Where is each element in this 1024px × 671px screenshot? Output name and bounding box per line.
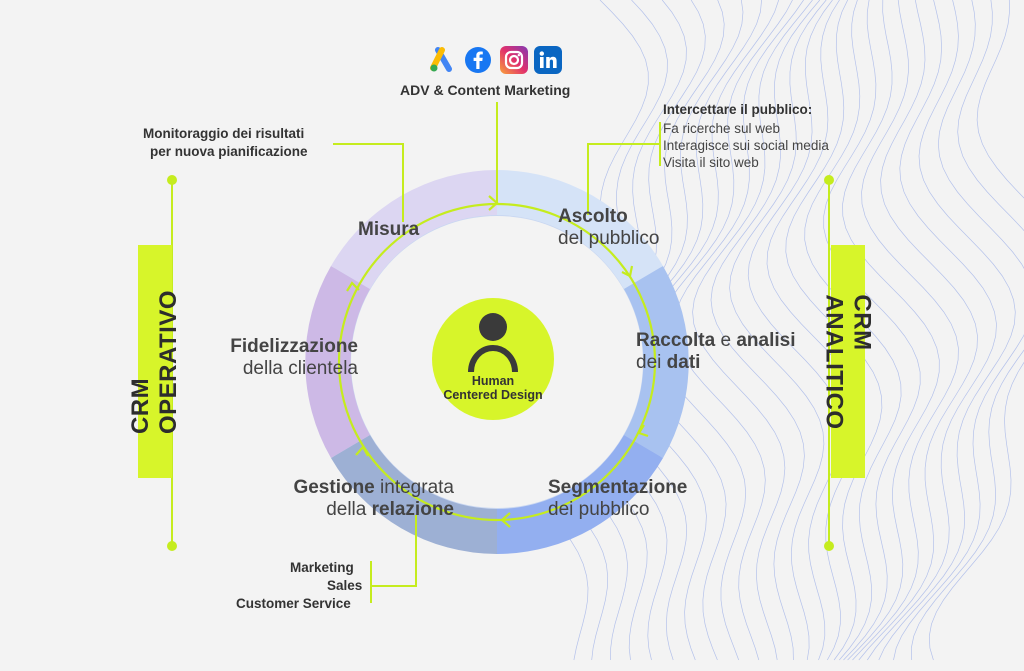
ascolto-bold: Ascolto	[558, 206, 628, 227]
sector-gestione	[331, 435, 497, 554]
sector-segmentazione	[497, 435, 663, 554]
arrow-head-top-right	[621, 265, 634, 278]
label-gestione: Gestione integrata della relazione	[266, 477, 454, 521]
wave-line	[878, 0, 1016, 661]
wave-line	[747, 0, 844, 661]
crm-operativo-label: CRM OPERATIVO	[127, 289, 183, 434]
ascolto-normal: del pubblico	[558, 228, 660, 249]
cycle-arrows	[337, 195, 657, 528]
wave-line	[804, 0, 902, 661]
raccolta-n1: e	[715, 330, 737, 351]
raccolta-b2: analisi	[736, 330, 796, 351]
instagram-icon	[500, 46, 528, 74]
adv-content-title: ADV & Content Marketing	[400, 82, 571, 98]
wave-line	[729, 0, 827, 661]
center-line-2: Centered Design	[443, 388, 543, 402]
sector-fidelizzazione	[305, 266, 370, 458]
wave-line	[823, 0, 921, 661]
wave-line	[893, 0, 1024, 661]
arrow-head-right	[637, 424, 649, 438]
monitoring-line-1: Monitoraggio dei risultati	[143, 126, 305, 141]
intercept-item: Interagisce sui social media	[663, 138, 829, 153]
center-line-1: Human	[471, 374, 515, 388]
arrow-head-left	[346, 281, 360, 292]
intercept-item: Visita il sito web	[663, 155, 759, 170]
right-bottom-dot	[824, 541, 834, 551]
intercept-item: Fa ricerche sul web	[663, 121, 781, 136]
connector-monitoring	[333, 143, 404, 222]
facebook-icon	[464, 46, 492, 74]
sector-misura	[331, 170, 497, 289]
wave-line	[710, 0, 821, 661]
segmentazione-bold: Segmentazione	[548, 477, 688, 498]
intercept-title: Intercettare il pubblico:	[663, 102, 813, 117]
raccolta-b1: Raccolta	[636, 330, 716, 351]
linkedin-icon	[534, 46, 562, 74]
wave-line	[842, 0, 940, 661]
sector-ascolto	[497, 170, 663, 289]
gestione-n2: della	[326, 499, 372, 520]
crm-analitico-bar: CRM ANALITICO	[821, 245, 876, 478]
left-top-dot	[167, 175, 177, 185]
department-item: Customer Service	[236, 596, 351, 611]
connectors	[171, 102, 830, 603]
connector-intercept	[587, 143, 660, 215]
left-bottom-dot	[167, 541, 177, 551]
wave-line	[852, 0, 959, 661]
department-item: Marketing	[290, 560, 354, 575]
gestione-b2: relazione	[371, 499, 454, 520]
right-top-dot	[824, 175, 834, 185]
line-endpoints	[167, 175, 834, 551]
raccolta-b3: dati	[666, 352, 701, 373]
fidelizzazione-bold: Fidelizzazione	[230, 336, 358, 357]
department-item: Sales	[327, 578, 363, 593]
wave-line	[910, 0, 1024, 661]
crm-operativo-bar: CRM OPERATIVO	[127, 245, 182, 478]
crm-analitico-label: CRM ANALITICO	[821, 293, 876, 430]
center-circle	[432, 298, 554, 420]
label-misura: Misura	[358, 219, 420, 240]
gestione-b1: Gestione	[293, 477, 375, 498]
segmentazione-normal: dei pubblico	[548, 499, 650, 520]
label-raccolta: Raccolta e analisi dei dati	[636, 330, 795, 374]
cycle-ring	[305, 170, 689, 554]
wave-line	[928, 0, 1024, 661]
fidelizzazione-normal: della clientela	[242, 358, 358, 379]
arrow-head-bottom-left	[355, 445, 369, 457]
label-ascolto: Ascolto del pubblico	[558, 206, 659, 250]
label-fidelizzazione: Fidelizzazione della clientela	[210, 336, 358, 380]
google-ads-icon	[428, 46, 456, 74]
arrow-head-bottom	[500, 512, 511, 528]
wave-line	[867, 0, 997, 661]
center-label: Human Centered Design	[433, 374, 553, 402]
connector-departments	[371, 515, 417, 587]
monitoring-line-2: per nuova pianificazione	[150, 144, 308, 159]
wave-line	[692, 0, 813, 661]
sector-raccolta	[624, 266, 689, 458]
background-wave-lines	[512, 0, 1024, 661]
person-icon	[468, 313, 518, 373]
gestione-n1: integrata	[374, 477, 454, 498]
raccolta-n2: dei	[636, 352, 667, 373]
label-segmentazione: Segmentazione dei pubblico	[548, 477, 687, 521]
wave-line	[858, 0, 978, 661]
